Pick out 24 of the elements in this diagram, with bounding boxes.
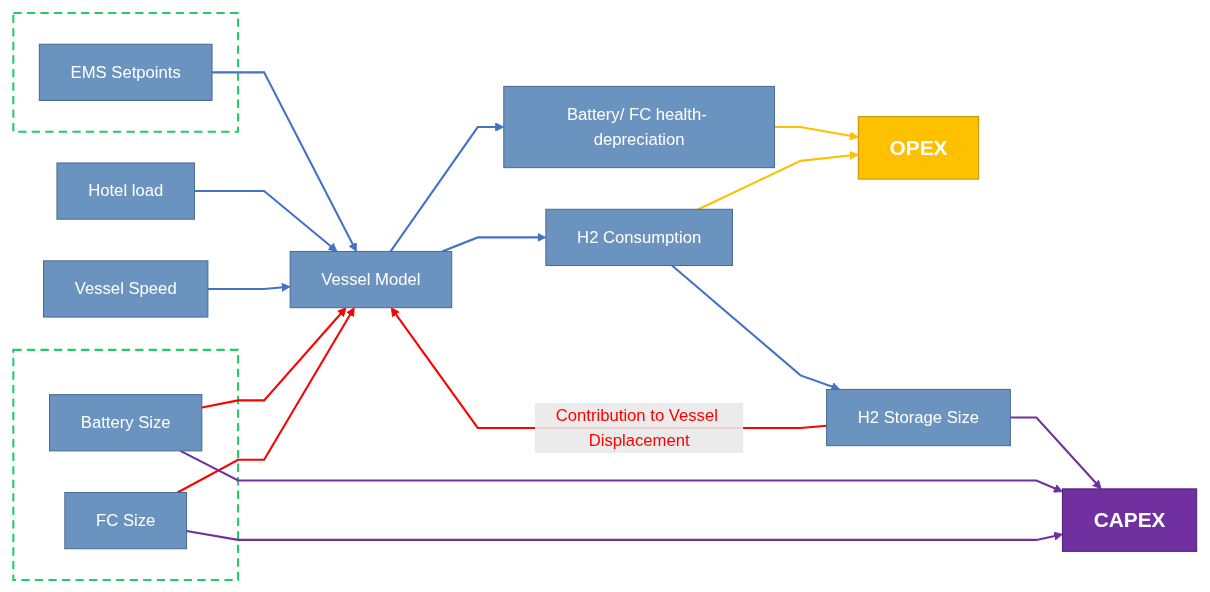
cluster bbox=[12, 348, 240, 581]
arrow bbox=[698, 150, 859, 210]
node-box: EMS Setpoints bbox=[38, 43, 213, 101]
node-box: H2 Storage Size bbox=[826, 388, 1011, 446]
node-box: H2 Consumption bbox=[545, 208, 733, 266]
edge-label: Contribution to Vessel Displacement bbox=[555, 405, 718, 449]
arrow bbox=[774, 125, 859, 140]
node-box: Battery Size bbox=[49, 393, 203, 451]
node-box: OPEX bbox=[857, 115, 980, 180]
node-box: CAPEX bbox=[1061, 487, 1198, 552]
node-box: Hotel load bbox=[56, 161, 195, 220]
arrow bbox=[1010, 416, 1102, 489]
node-box: Vessel Model bbox=[289, 250, 453, 308]
arrow bbox=[179, 449, 1063, 493]
arrow bbox=[212, 70, 357, 252]
arrow bbox=[186, 529, 1063, 541]
arrow bbox=[194, 189, 338, 252]
node-box: Battery/ FC health- depreciation bbox=[503, 85, 776, 168]
node-box: FC Size bbox=[64, 491, 188, 549]
arrow bbox=[177, 306, 355, 493]
node-box: Vessel Speed bbox=[43, 259, 209, 318]
arrow bbox=[207, 282, 291, 292]
cluster bbox=[12, 11, 240, 133]
arrow bbox=[201, 306, 347, 409]
